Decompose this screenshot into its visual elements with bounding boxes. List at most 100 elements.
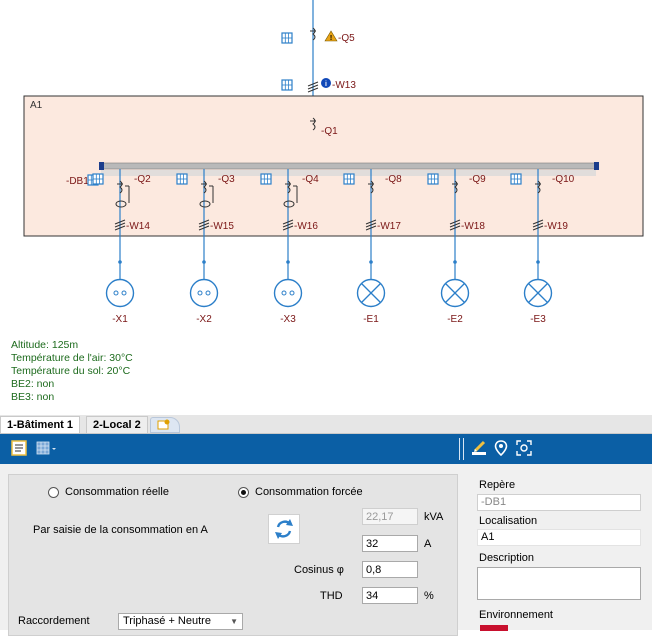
be3-info: BE3: non [11,391,55,403]
radio-consommation-reelle[interactable]: Consommation réelle [48,486,169,498]
entry-mode-label: Par saisie de la consommation en A [33,524,208,536]
junction-dot [202,260,206,264]
cabinet-icon [343,173,355,185]
cable-w13-label[interactable]: -W13 [332,80,356,91]
description-label: Description [479,552,535,564]
breaker-symbol [370,180,374,194]
connection-select[interactable]: Triphasé + Neutre ▼ [118,613,243,630]
single-line-diagram[interactable]: ! -Q5 i -W13 A1 -Q1 -DB1 -Q2-W14-X1-Q3-W… [0,0,652,415]
load-label[interactable]: -E1 [363,314,379,325]
junction-dot [536,260,540,264]
rcd-symbol [283,200,295,208]
focus-button[interactable] [516,440,532,456]
current-field[interactable]: 32 [362,535,418,552]
air-temperature-info: Température de l'air: 30°C [11,352,133,364]
cable-label[interactable]: -W19 [544,221,568,232]
cabinet-icon [281,79,293,91]
lamp-cross [528,283,548,303]
breaker-label[interactable]: -Q3 [218,174,235,185]
cable-label[interactable]: -W15 [210,221,234,232]
thd-label: THD [320,590,343,602]
cable-label[interactable]: -W18 [461,221,485,232]
cable-label[interactable]: -W17 [377,221,401,232]
breaker-label[interactable]: -Q2 [134,174,151,185]
socket-pin [281,290,287,296]
warning-icon [324,30,338,42]
breaker-label[interactable]: -Q4 [302,174,319,185]
breaker-q1-label[interactable]: -Q1 [321,126,338,137]
lamp-cross [361,283,381,303]
locate-button[interactable] [493,440,509,457]
cabinet-icon [176,173,188,185]
breaker-label[interactable]: -Q8 [385,174,402,185]
load-label[interactable]: -X1 [112,314,128,325]
environment-badge[interactable] [480,625,508,631]
load-label[interactable]: -X2 [196,314,212,325]
tab-local-2[interactable]: 2-Local 2 [86,416,148,433]
load-label[interactable]: -E2 [447,314,463,325]
cable-mark-icon [307,81,319,93]
board-db1-label[interactable]: -DB1 [66,176,89,187]
altitude-info: Altitude: 125m [11,339,79,351]
socket-outlet-icon[interactable] [105,278,135,308]
breaker-symbol [287,180,291,194]
repere-field[interactable]: -DB1 [477,494,641,511]
cable-label[interactable]: -W16 [294,221,318,232]
enclosure-label: A1 [30,100,43,111]
breaker-label[interactable]: -Q10 [552,174,575,185]
connection-value: Triphasé + Neutre [123,615,211,627]
breaker-symbol [119,180,123,194]
socket-pin [113,290,119,296]
site-info: Altitude: 125m Température de l'air: 30°… [11,339,133,404]
kva-unit: kVA [424,511,444,523]
radio-real-label: Consommation réelle [65,486,169,498]
chevron-down-icon: ▼ [230,617,238,626]
socket-outlet-icon[interactable] [273,278,303,308]
busbar[interactable] [100,162,597,170]
cabinet-icon [510,173,522,185]
radio-indicator[interactable] [48,486,59,498]
kva-field[interactable]: 22,17 [362,508,418,525]
junction-dot [118,260,122,264]
tab-batiment-1[interactable]: 1-Bâtiment 1 [0,416,81,433]
load-label[interactable]: -E3 [530,314,546,325]
pencil-icon [472,440,486,455]
junction-dot [369,260,373,264]
info-icon [321,78,331,88]
thd-field[interactable]: 34 [362,587,418,604]
breaker-q5-label[interactable]: -Q5 [338,33,355,44]
svg-text:!: ! [330,35,332,42]
cabinet-icon [427,173,439,185]
repere-label: Repère [479,479,516,491]
radio-indicator-selected[interactable] [238,486,249,498]
properties-view-button[interactable] [11,440,27,456]
radio-forced-label: Consommation forcée [255,486,363,498]
be2-info: BE2: non [11,378,55,390]
load-label[interactable]: -X3 [280,314,296,325]
rcd-symbol [199,200,211,208]
description-field[interactable] [477,567,641,600]
edit-button[interactable] [471,440,487,456]
cable-label[interactable]: -W14 [126,221,150,232]
cabinet-icon [281,32,293,44]
grid-view-dropdown[interactable] [36,440,60,456]
rcd-symbol [115,200,127,208]
socket-outlet-icon[interactable] [189,278,219,308]
environment-label: Environnement [479,609,553,621]
socket-pin [197,290,203,296]
toolbar-separator [463,438,464,460]
sheet-tabs: 1-Bâtiment 1 2-Local 2 [0,415,652,434]
refresh-button[interactable] [268,514,300,544]
cos-phi-field[interactable]: 0,8 [362,561,418,578]
target-icon [516,440,532,456]
location-pin-icon [494,440,508,457]
breaker-label[interactable]: -Q9 [469,174,486,185]
cabinet-icon [260,173,272,185]
cos-phi-label: Cosinus φ [294,564,344,576]
localisation-field[interactable]: A1 [477,529,641,546]
add-tab-button[interactable] [150,417,180,433]
document-icon [11,440,27,456]
properties-toolbar [0,434,652,464]
breaker-symbol [454,180,458,194]
radio-consommation-forcee[interactable]: Consommation forcée [238,486,363,498]
